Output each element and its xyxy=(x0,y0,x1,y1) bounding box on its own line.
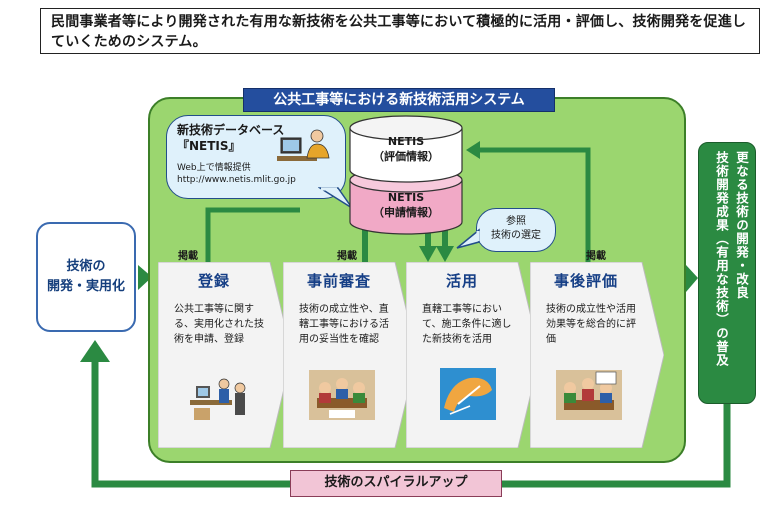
database-title: 新技術データベース 『NETIS』 xyxy=(177,123,285,153)
step-pre-review: 事前審査 技術の成立性や、直轄工事等における活用の妥当性を確認 xyxy=(283,262,417,448)
evaluation-meeting-icon xyxy=(556,370,622,420)
dissemination-text: 技術開発成果（有用な技術）の普及 xyxy=(714,151,729,367)
netis-evaluation-label: NETIS （評価情報） xyxy=(373,135,439,163)
improvement-text: 更なる技術の開発・改良 xyxy=(734,151,749,300)
meeting-icon xyxy=(309,370,375,420)
netis-cylinder xyxy=(349,115,463,235)
step-title: 事後評価 xyxy=(553,272,618,290)
header-description: 民間事業者等により開発された有用な新技術を公共工事等において積極的に活用・評価し… xyxy=(40,8,760,54)
computer-user-icon xyxy=(277,129,330,161)
technology-development-box: 技術の 開発・実用化 xyxy=(36,222,136,332)
post-label-3: 掲載 xyxy=(586,251,606,262)
step-utilization: 活用 直轄工事等において、施工条件に適した新技術を活用 xyxy=(406,262,540,448)
netis-database-bubble: 新技術データベース 『NETIS』 Web上で情報提供 http://www.n… xyxy=(166,115,346,199)
loop-arrow-head xyxy=(80,340,110,362)
step-description: 技術の成立性や、直轄工事等における活用の妥当性を確認 xyxy=(299,304,389,345)
step-description: 公共工事等に関する、実用化された技術を申請、登録 xyxy=(174,304,264,345)
post-label-2: 掲載 xyxy=(337,251,357,262)
left-to-panel-arrow xyxy=(138,265,152,290)
header-text: 民間事業者等により開発された有用な新技術を公共工事等において積極的に活用・評価し… xyxy=(51,14,747,50)
system-title: 公共工事等における新技術活用システム xyxy=(243,88,555,112)
step-registration: 登録 公共工事等に関する、実用化された技術を申請、登録 xyxy=(158,262,292,448)
step-title: 事前審査 xyxy=(306,272,371,290)
netis-application-label: NETIS （申請情報） xyxy=(373,191,439,219)
database-url: http://www.netis.mlit.go.jp xyxy=(177,175,296,185)
spiral-up-label: 技術のスパイラルアップ xyxy=(290,470,502,497)
bubble-tail xyxy=(318,187,353,209)
step-post-evaluation: 事後評価 技術の成立性や活用効果等を総合的に評価 xyxy=(530,262,664,448)
reference-bubble: 参照 技術の選定 xyxy=(476,208,556,252)
post-label-1: 掲載 xyxy=(178,251,198,262)
dissemination-box: 更なる技術の開発・改良 技術開発成果（有用な技術）の普及 xyxy=(698,142,756,404)
panel-to-right-arrow xyxy=(686,265,698,292)
step-description: 技術の成立性や活用効果等を総合的に評価 xyxy=(546,304,636,345)
step-title: 活用 xyxy=(445,272,478,290)
step-description: 直轄工事等において、施工条件に適した新技術を活用 xyxy=(422,304,512,345)
office-meeting-icon xyxy=(190,378,246,420)
construction-map-icon xyxy=(440,368,496,420)
step-title: 登録 xyxy=(197,272,230,290)
reference-bubble-tail xyxy=(456,228,480,249)
database-web-info: Web上で情報提供 http://www.netis.mlit.go.jp xyxy=(177,163,296,185)
